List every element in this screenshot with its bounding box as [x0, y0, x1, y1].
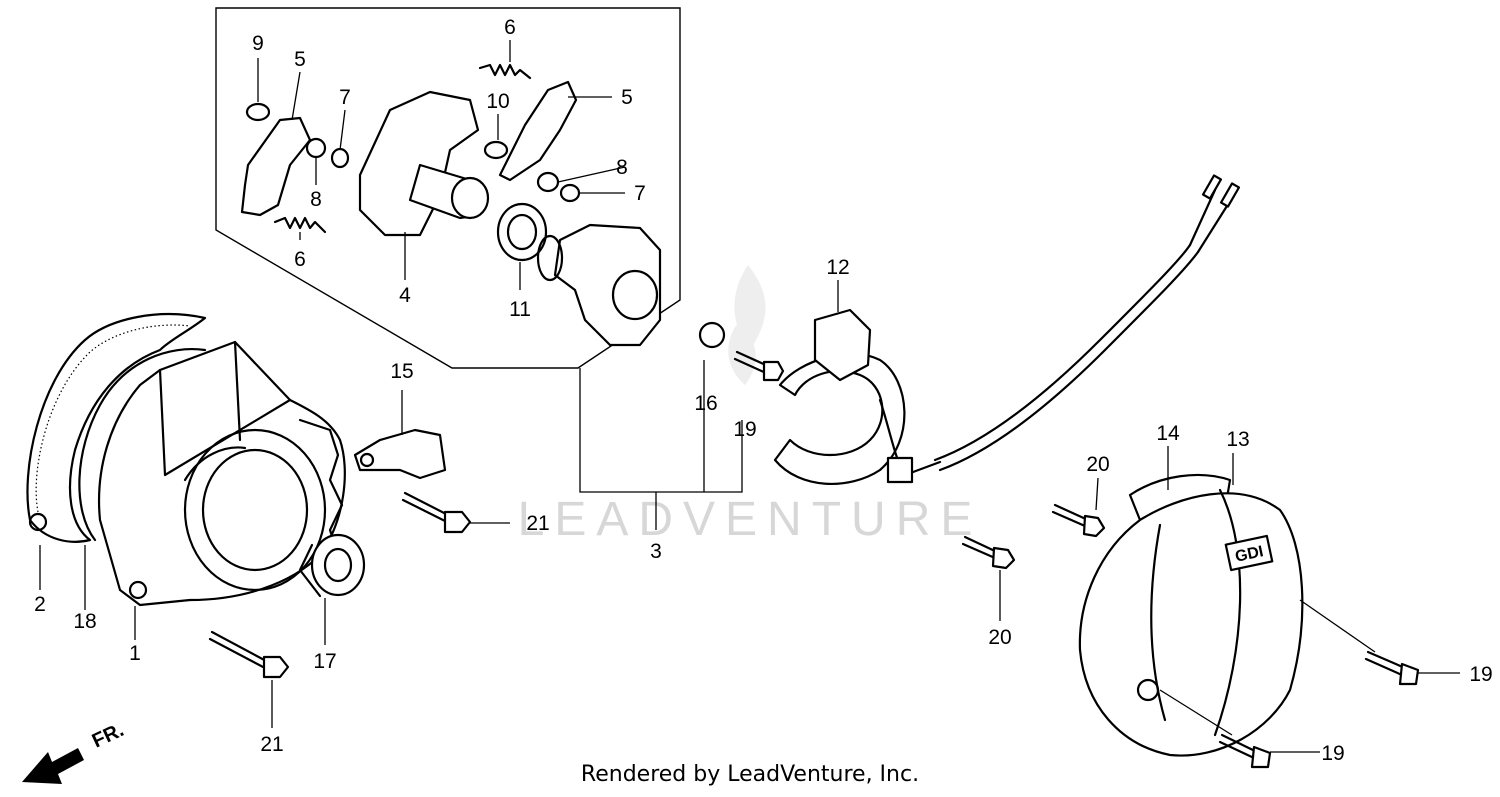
- advancer-plate-part-4: [358, 90, 490, 237]
- assembly-3-bracket: [579, 360, 743, 530]
- bracket-part-14: [353, 428, 447, 480]
- callout-8-left: 8: [310, 188, 322, 211]
- callout-17: 18: [73, 610, 96, 633]
- wire-harness: [933, 174, 1241, 472]
- bolt-part-21-upper: [401, 491, 472, 534]
- spring-part-6-right: [478, 63, 532, 80]
- spring-part-6-left: [273, 216, 327, 234]
- callout-1: 1: [129, 642, 141, 665]
- callout-7-right: 7: [634, 182, 646, 205]
- callout-19-lower: 19: [1321, 742, 1344, 765]
- washer-part-9-right: [483, 140, 509, 160]
- callout-3: 3: [650, 540, 662, 563]
- watermark-text: LEADVENTURE: [518, 493, 983, 546]
- callout-13: 14: [1156, 422, 1180, 445]
- callout-6-left: 6: [294, 248, 306, 271]
- weight-part-5-right: [498, 80, 578, 182]
- bolt-part-20-lower: [961, 535, 1016, 570]
- oil-seal-part-16: [298, 533, 366, 598]
- callout-9-right: 10: [486, 90, 509, 113]
- callout-5-right: 5: [621, 86, 633, 109]
- front-label: FR.: [89, 719, 127, 753]
- callout-21-upper: 21: [526, 512, 549, 535]
- bolt-part-18: [733, 350, 785, 382]
- callout-15: 16: [694, 392, 717, 415]
- washer-part-15: [698, 321, 726, 349]
- bolt-part-21-lower: [208, 630, 290, 679]
- screw-part-19-upper: [1364, 650, 1420, 686]
- washer-part-8-left: [305, 137, 327, 159]
- clip-part-7-left: [330, 147, 350, 169]
- cover-badge: GDI: [1234, 543, 1265, 566]
- callout-19-upper: 19: [1469, 663, 1492, 686]
- callout-2: 2: [34, 593, 46, 616]
- callout-4: 4: [399, 284, 411, 307]
- callout-20-lower: 20: [988, 626, 1011, 649]
- rotor-cam: [536, 223, 662, 347]
- callout-9-left: 9: [252, 32, 264, 55]
- washer-part-9-left: [245, 102, 271, 122]
- weight-part-5-left: [240, 116, 312, 217]
- screw-part-19-lower: [1218, 733, 1272, 769]
- cover-part-12: GDI: [1078, 488, 1304, 757]
- seal-part-10: [496, 202, 548, 262]
- bolt-part-20-upper: [1051, 503, 1106, 538]
- callout-16: 17: [313, 650, 336, 673]
- callout-11: 12: [826, 256, 849, 279]
- clip-part-7-right: [559, 183, 581, 203]
- callout-12: 13: [1226, 428, 1249, 451]
- render-credit: Rendered by LeadVenture, Inc.: [580, 762, 920, 787]
- assembly-outline: [215, 7, 681, 369]
- callout-7-left: 7: [339, 86, 351, 109]
- o-ring-part-17: [78, 348, 207, 542]
- leader-lines: [39, 40, 1460, 753]
- callout-18: 19: [733, 418, 756, 441]
- watermark-logo: [728, 265, 766, 385]
- callout-6-right: 6: [504, 16, 516, 39]
- housing-part-1: [97, 340, 346, 607]
- callout-14: 15: [390, 360, 413, 383]
- washer-part-8-right: [536, 171, 560, 193]
- gasket-part-2: [26, 313, 207, 543]
- callout-8-right: 8: [616, 156, 628, 179]
- callout-10: 11: [509, 298, 531, 321]
- callout-5-left: 5: [294, 48, 306, 71]
- callout-21-lower: 21: [260, 733, 283, 756]
- pulser-part-11: [773, 308, 942, 485]
- callout-labels: 9 5 7 8 6 4 6 10 5 8 7 11 12 15 16 19 21…: [34, 16, 1493, 765]
- callout-20-upper: 20: [1086, 453, 1109, 476]
